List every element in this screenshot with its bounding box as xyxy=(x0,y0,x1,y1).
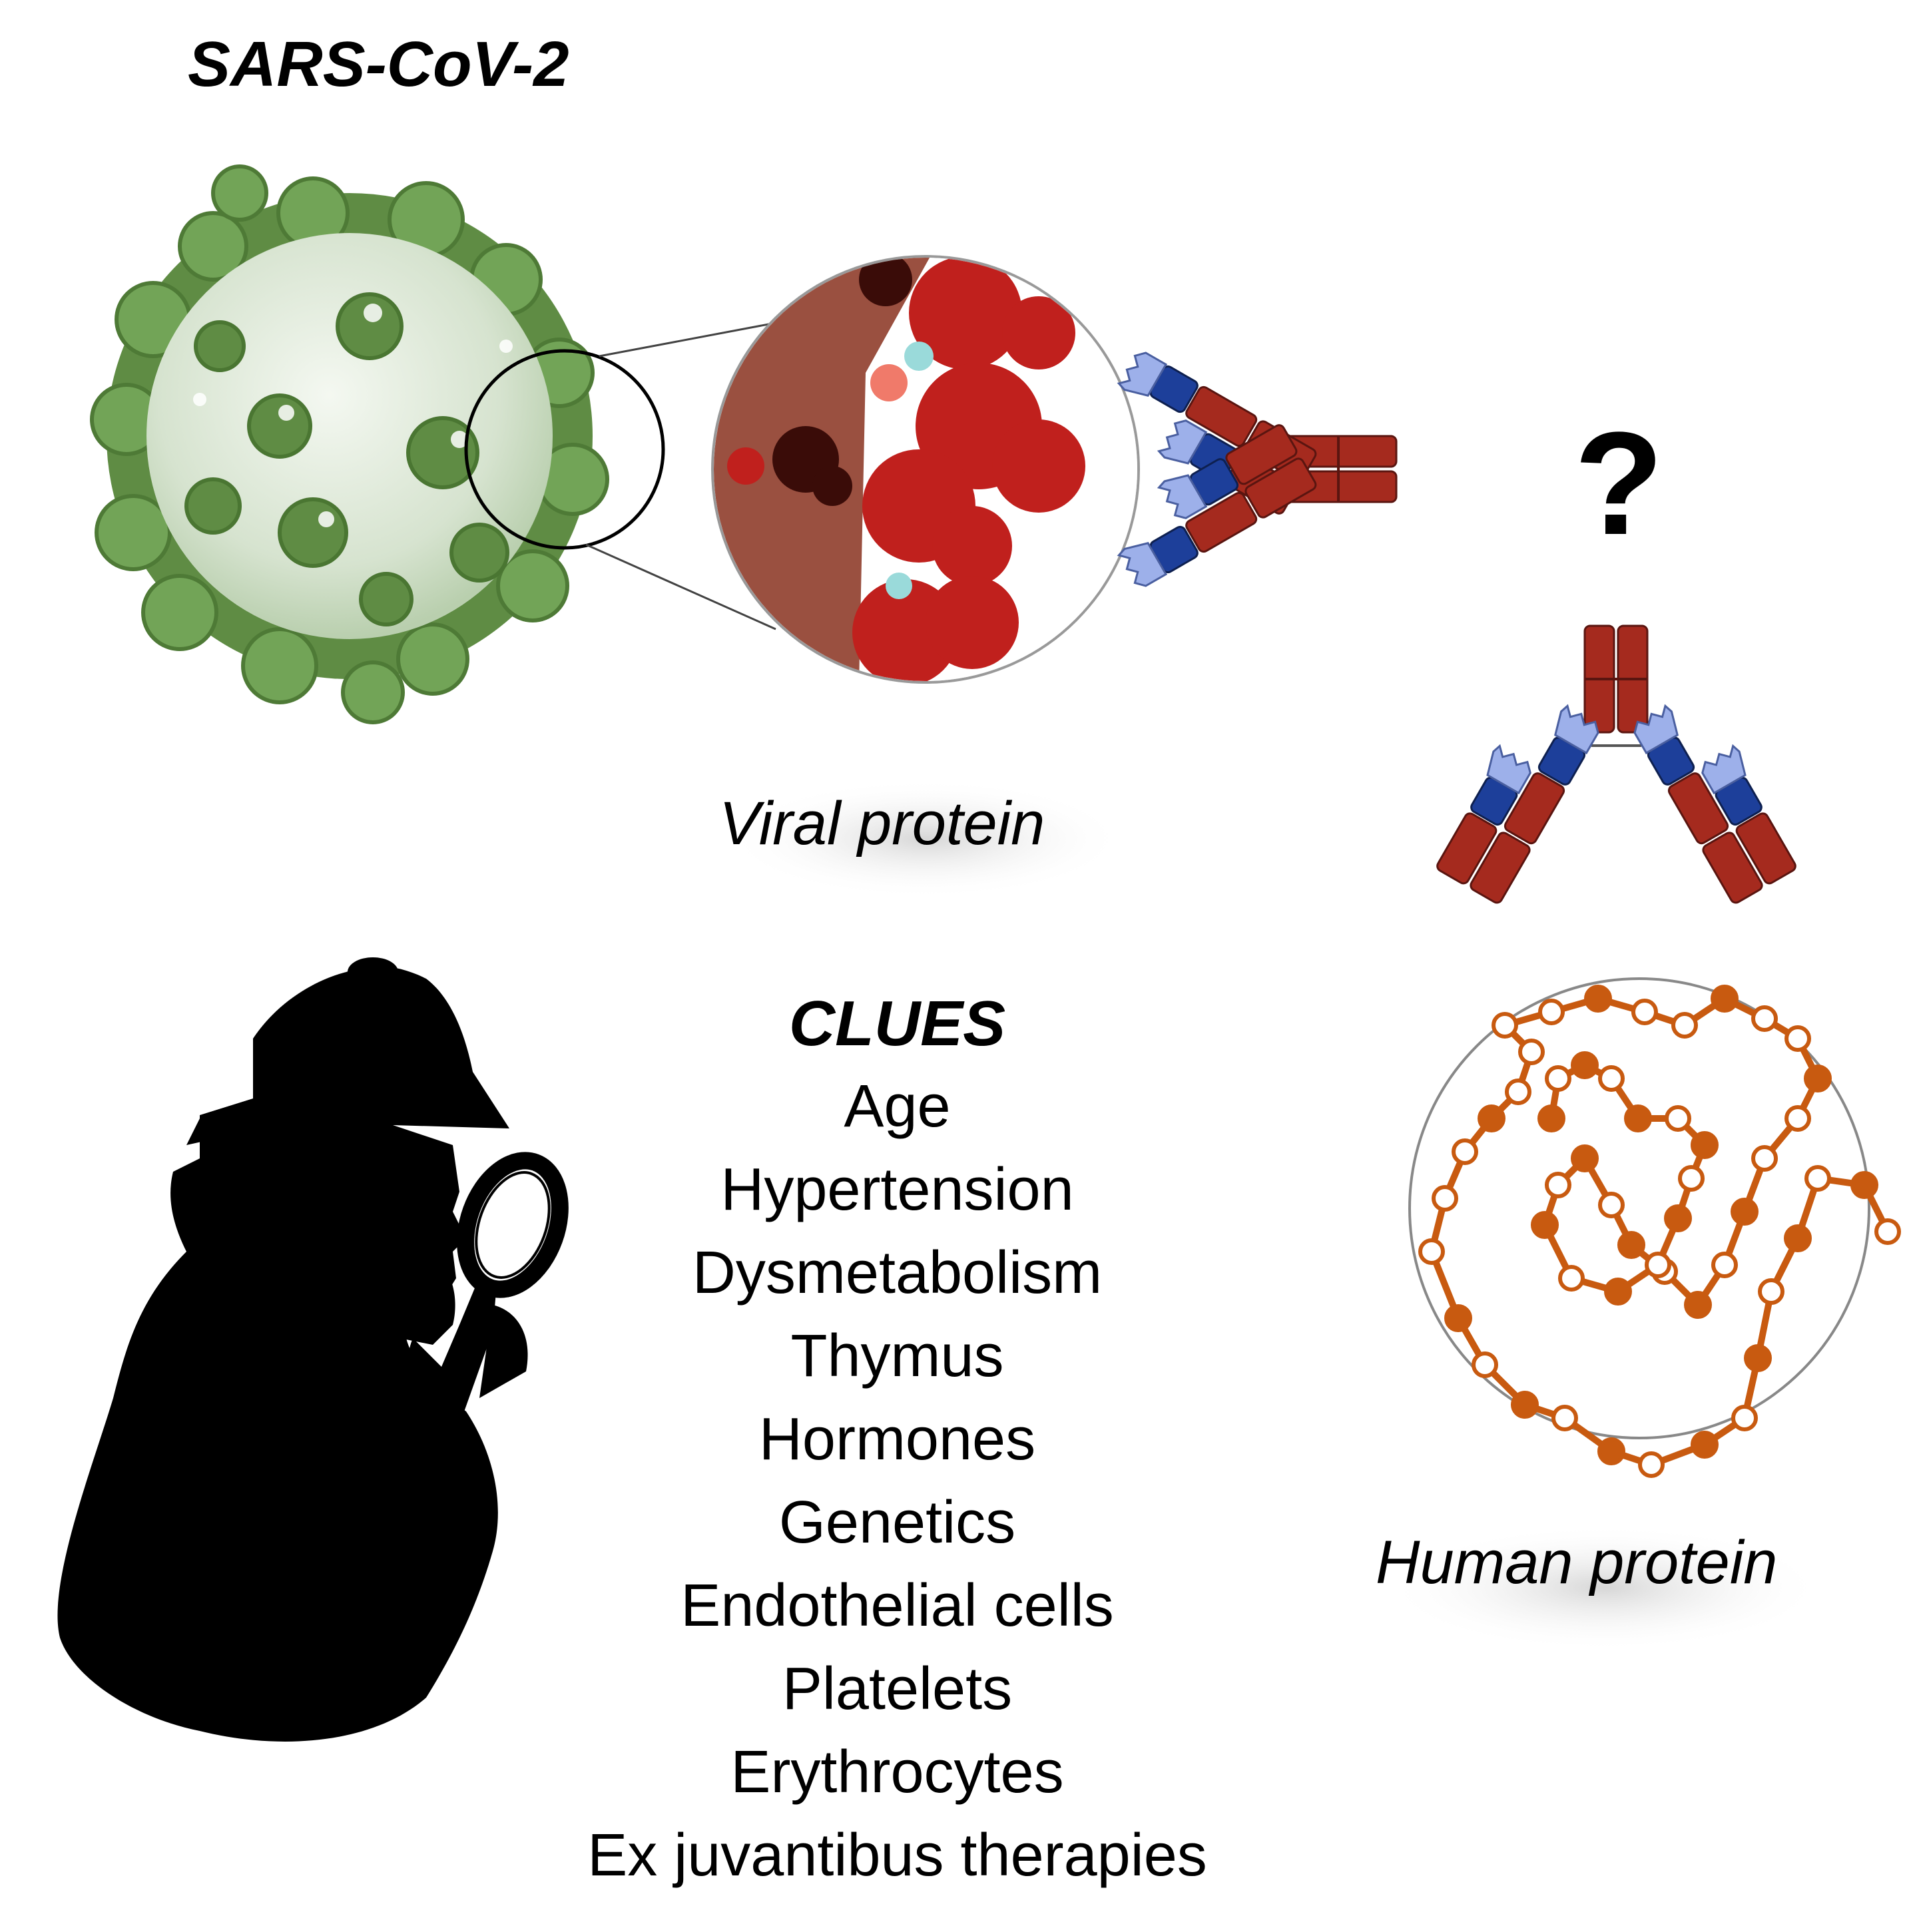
list-item: Erythrocytes xyxy=(730,1739,1064,1806)
magnifier-icon xyxy=(400,1152,569,1425)
clues-panel: CLUES Age Hypertension Dysmetabolism Thy… xyxy=(519,982,1275,1897)
list-item: Hormones xyxy=(758,1406,1036,1473)
antibody-icon xyxy=(1427,624,1806,906)
antibody-icon xyxy=(1097,348,1398,591)
list-item: Ex juvantibus therapies xyxy=(587,1822,1207,1889)
list-item: Dysmetabolism xyxy=(692,1240,1103,1306)
question-mark: ? xyxy=(1574,401,1664,565)
human-protein-icon xyxy=(1408,977,1901,1478)
clues-list: Age Hypertension Dysmetabolism Thymus Ho… xyxy=(519,1065,1275,1897)
list-item: Genetics xyxy=(778,1489,1016,1556)
viral-protein-label: Viral protein xyxy=(719,790,1045,857)
human-protein-label: Human protein xyxy=(1376,1529,1778,1596)
list-item: Hypertension xyxy=(720,1156,1074,1223)
virus-title: SARS-CoV-2 xyxy=(188,29,569,100)
clues-title: CLUES xyxy=(788,988,1006,1059)
zoom-lines xyxy=(585,322,776,630)
list-item: Age xyxy=(844,1073,951,1140)
virus-icon xyxy=(90,164,665,724)
detective-icon xyxy=(57,957,509,1742)
list-item: Platelets xyxy=(782,1656,1013,1722)
list-item: Endothelial cells xyxy=(681,1572,1114,1639)
viral-protein-icon xyxy=(711,255,1140,684)
list-item: Thymus xyxy=(790,1323,1004,1389)
